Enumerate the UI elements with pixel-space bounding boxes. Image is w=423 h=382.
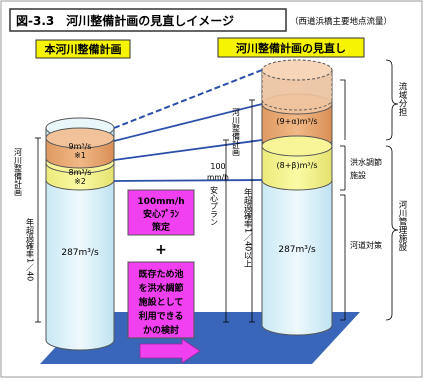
right-mid-flow: (8+β)m³/s — [276, 161, 317, 170]
plan-value: 100 — [210, 162, 225, 171]
flood-facility-label-1: 洪水調節 — [350, 157, 382, 167]
pond-box-line-5: かの検討 — [143, 324, 179, 336]
pond-box — [127, 261, 195, 339]
arrow-icon — [139, 338, 201, 364]
plan-unit: mm/h — [207, 173, 229, 182]
plan-box — [127, 189, 195, 236]
left-top-mark: ※1 — [74, 151, 86, 160]
flood-facility-bracket — [340, 79, 346, 140]
channel-label: 河道対策 — [350, 240, 382, 250]
management-brace — [385, 145, 399, 321]
title-box — [9, 8, 287, 32]
right-top-flow: (9+α)m³/s — [276, 117, 317, 126]
left-plan-label: 河川整備計画 — [14, 147, 23, 197]
right-plan-label: 河川整備計画 — [232, 107, 241, 157]
flood-facility-label-2: 施設 — [350, 170, 366, 180]
left-mid-mark: ※2 — [74, 177, 86, 186]
watershed-brace — [385, 59, 399, 141]
connector-yellow — [113, 139, 263, 161]
connector-tan — [113, 103, 263, 142]
diagram-title: 図-3.3 河川整備計画の見直しイメージ — [16, 13, 234, 28]
pond-box-line-4: 利用できる — [138, 310, 184, 322]
pond-box-line-1: 既存ため池 — [138, 268, 183, 280]
left-title-box — [35, 39, 131, 59]
left-mid-flow: 8m³/s — [69, 168, 92, 177]
right-title-box — [217, 37, 365, 58]
left-top-flow: 9m³/s — [69, 142, 92, 151]
left-probability-label: 年超過確率1／40 — [26, 217, 35, 281]
left-base-flow: 287m³/s — [61, 248, 99, 258]
pond-box-line-2: を洪水調節 — [138, 282, 183, 294]
flow-point-note: （西道浜橋主要地点流量） — [290, 16, 392, 27]
right-column — [261, 59, 333, 336]
watershed-label: 流域分担 — [397, 81, 407, 116]
plan-box-line-2: 安心ﾌﾟﾗﾝ — [143, 208, 180, 220]
plus-sign: + — [155, 242, 167, 258]
pond-box-line-3: 施設として — [139, 296, 184, 308]
plan-box-line-1: 100mm/h — [137, 197, 184, 207]
management-label: 河川管理施設 — [397, 199, 407, 252]
right-base-flow: 287m³/s — [278, 245, 316, 255]
left-title: 本河川整備計画 — [45, 42, 122, 56]
right-probability-label: 年超過確率1／40以上 — [244, 187, 253, 267]
plan-box-line-3: 策定 — [151, 221, 171, 233]
left-column — [45, 117, 115, 351]
connector-base — [113, 179, 263, 182]
right-title: 河川整備計画の見直し — [236, 41, 346, 55]
plan-text: 安心プラン — [210, 185, 219, 226]
